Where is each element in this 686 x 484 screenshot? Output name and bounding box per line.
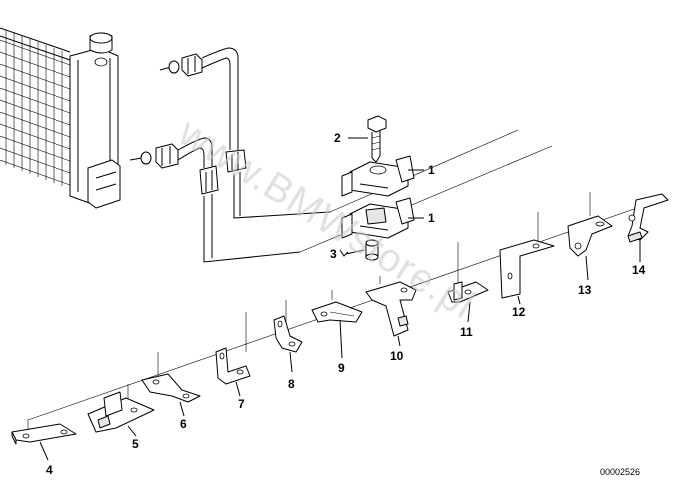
radiator: [0, 27, 121, 209]
label-part-11: 11: [460, 325, 473, 339]
label-part-3: 3: [330, 247, 337, 261]
bracket-part-7: [215, 347, 251, 385]
watermark: www.BMWstore.pl: [170, 110, 482, 328]
label-part-7: 7: [238, 397, 245, 411]
bracket-part-5: [87, 391, 155, 433]
label-part-13: 13: [578, 283, 592, 297]
bracket-part-9: [311, 301, 363, 323]
clip-part-1-upper: [341, 155, 415, 197]
upper-oil-line: [159, 47, 331, 219]
label-part-5: 5: [132, 437, 139, 451]
bracket-part-8: [273, 315, 303, 353]
bolt-part-2: [367, 115, 387, 163]
label-part-12: 12: [512, 305, 526, 319]
spacer-part-3: [365, 239, 379, 261]
reference-code: 00002526: [600, 467, 640, 477]
bracket-part-13: [567, 215, 613, 257]
label-part-14: 14: [632, 263, 646, 277]
bracket-part-12: [499, 239, 555, 299]
lower-oil-line: [129, 137, 301, 263]
bracket-part-4: [11, 423, 77, 445]
bracket-part-11: [447, 281, 489, 303]
label-part-2: 2: [334, 131, 341, 145]
label-part-10: 10: [390, 349, 404, 363]
label-part-8: 8: [288, 377, 295, 391]
bracket-part-10: [365, 281, 417, 337]
label-part-6: 6: [180, 417, 187, 431]
label-part-1-lower: 1: [428, 211, 435, 225]
leader-lines: [39, 137, 641, 461]
label-part-4: 4: [46, 463, 53, 477]
bracket-part-6: [141, 373, 201, 403]
callout-labels: 2 1 1 3 4 5 6 7 8 9 10 11 12 13 14: [46, 131, 646, 477]
label-part-9: 9: [338, 361, 345, 375]
bracket-part-14: [627, 193, 669, 243]
label-part-1-upper: 1: [428, 163, 435, 177]
